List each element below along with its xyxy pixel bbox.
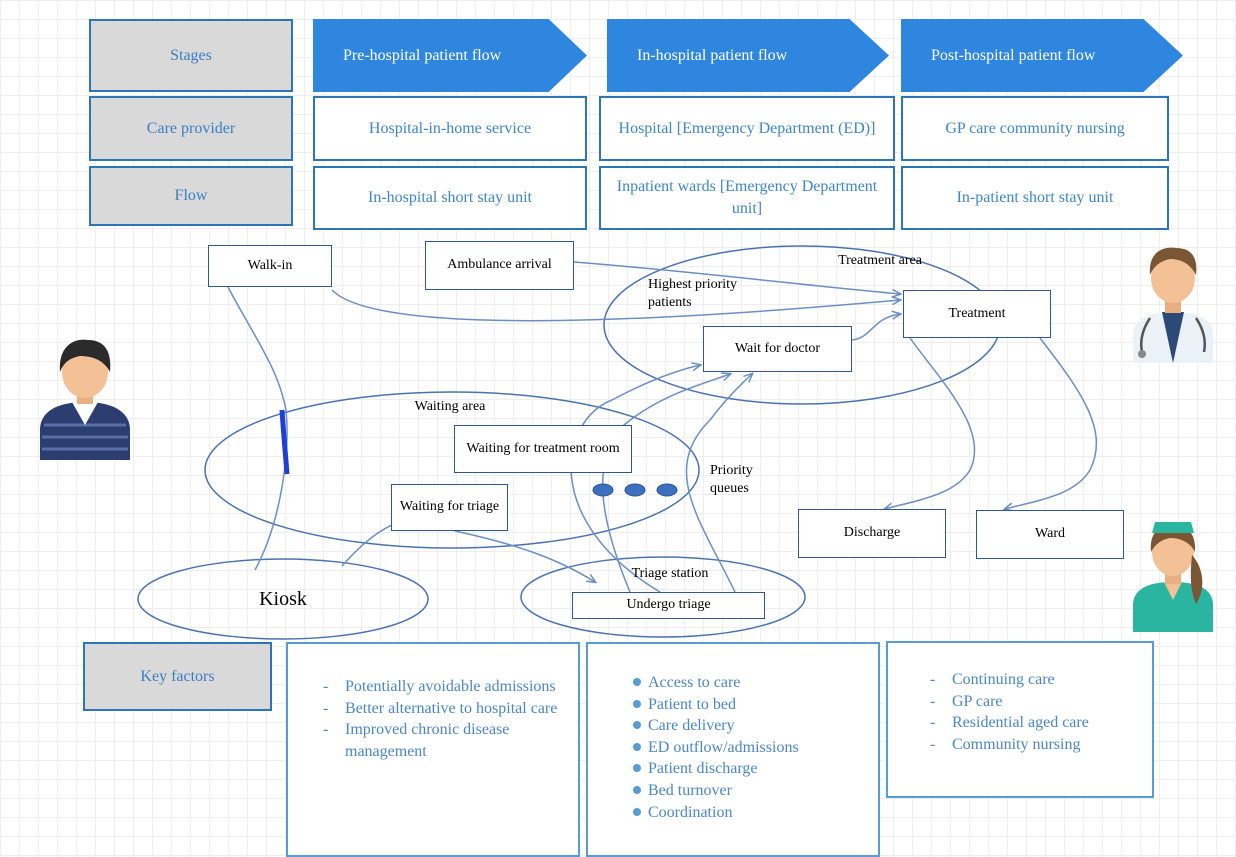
key-factor-item: Potentially avoidable admissions xyxy=(321,676,558,698)
waitdoctor-to-treatment-connector xyxy=(851,314,900,341)
treatment-to-ward-connector xyxy=(1005,337,1098,509)
treatment-area-label: Treatment area xyxy=(838,253,922,268)
kiosk-label: Kiosk xyxy=(259,588,307,610)
key-factor-item: Improved chronic disease management xyxy=(321,719,558,762)
nurse-avatar-icon xyxy=(1133,522,1213,632)
triage-station-label: Triage station xyxy=(631,566,709,581)
wait-for-doctor-node: Wait for doctor xyxy=(703,326,852,372)
key-factors-pre-box: Potentially avoidable admissions Better … xyxy=(286,642,580,857)
queue-dot-3 xyxy=(656,483,678,497)
key-factor-item: Community nursing xyxy=(928,734,1142,756)
key-factor-item: Care delivery xyxy=(631,715,868,737)
patient-avatar-icon xyxy=(40,339,130,460)
key-factor-item: ED outflow/admissions xyxy=(631,737,868,759)
stage-post-hospital-header: Post-hospital patient flow xyxy=(901,19,1183,92)
flow-post: In-patient short stay unit xyxy=(901,166,1169,230)
stages-row-label: Stages xyxy=(89,19,293,92)
undergo-triage-node: Undergo triage xyxy=(572,592,765,619)
key-factors-post-list: Continuing care GP care Residential aged… xyxy=(928,669,1142,755)
treatment-to-discharge-connector xyxy=(885,337,976,509)
key-factor-item: Coordination xyxy=(631,802,868,824)
queue-dot-1 xyxy=(592,483,614,497)
walkin-highlight-segment xyxy=(279,409,290,475)
waiting-area-label: Waiting area xyxy=(414,399,486,414)
key-factor-item: GP care xyxy=(928,691,1142,713)
key-factor-item: Bed turnover xyxy=(631,780,868,802)
key-factors-label: Key factors xyxy=(83,642,272,711)
stage-pre-hospital-header: Pre-hospital patient flow xyxy=(313,19,587,92)
key-factors-in-box: Access to care Patient to bed Care deliv… xyxy=(586,642,880,857)
waiting-for-treatment-room-node: Waiting for treatment room xyxy=(454,425,632,473)
key-factor-item: Access to care xyxy=(631,672,868,694)
walk-in-node: Walk-in xyxy=(208,245,332,287)
priority-queues-label: Priority queues xyxy=(710,463,753,497)
care-provider-in: Hospital [Emergency Department (ED)] xyxy=(599,96,895,161)
key-factor-item: Continuing care xyxy=(928,669,1142,691)
key-factors-post-box: Continuing care GP care Residential aged… xyxy=(886,641,1154,798)
treatment-node: Treatment xyxy=(903,290,1051,338)
doctor-avatar-icon xyxy=(1133,247,1213,363)
key-factor-item: Residential aged care xyxy=(928,712,1142,734)
triage-station-ellipse xyxy=(520,556,806,638)
kiosk-ellipse xyxy=(137,558,429,640)
care-provider-row-label: Care provider xyxy=(89,96,293,161)
key-factors-pre-list: Potentially avoidable admissions Better … xyxy=(321,676,558,762)
stage-in-hospital-header: In-hospital patient flow xyxy=(607,19,889,92)
waitingtriage-to-undergotriage-connector xyxy=(454,530,595,582)
ward-node: Ward xyxy=(976,510,1124,559)
discharge-node: Discharge xyxy=(798,509,946,558)
waiting-for-triage-node: Waiting for triage xyxy=(391,484,508,531)
key-factors-in-list: Access to care Patient to bed Care deliv… xyxy=(631,672,868,823)
care-provider-post: GP care community nursing xyxy=(901,96,1169,161)
walkin-to-kiosk-connector xyxy=(227,286,288,571)
walkin-to-treatment-connector xyxy=(331,289,900,322)
flow-pre: In-hospital short stay unit xyxy=(313,166,587,230)
waiting-area-ellipse xyxy=(204,391,700,549)
flow-in: Inpatient wards [Emergency Department un… xyxy=(599,166,895,230)
triage-queue-path-3 xyxy=(685,374,752,593)
triage-queue-path-1 xyxy=(570,365,700,593)
queue-dot-2 xyxy=(624,483,646,497)
key-factor-item: Patient to bed xyxy=(631,694,868,716)
key-factor-item: Patient discharge xyxy=(631,758,868,780)
ambulance-to-treatment-connector xyxy=(573,261,900,294)
highest-priority-label: Highest priority patients xyxy=(648,277,738,311)
care-provider-pre: Hospital-in-home service xyxy=(313,96,587,161)
key-factor-item: Better alternative to hospital care xyxy=(321,698,558,720)
ambulance-arrival-node: Ambulance arrival xyxy=(425,241,574,290)
flow-row-label: Flow xyxy=(89,166,293,226)
